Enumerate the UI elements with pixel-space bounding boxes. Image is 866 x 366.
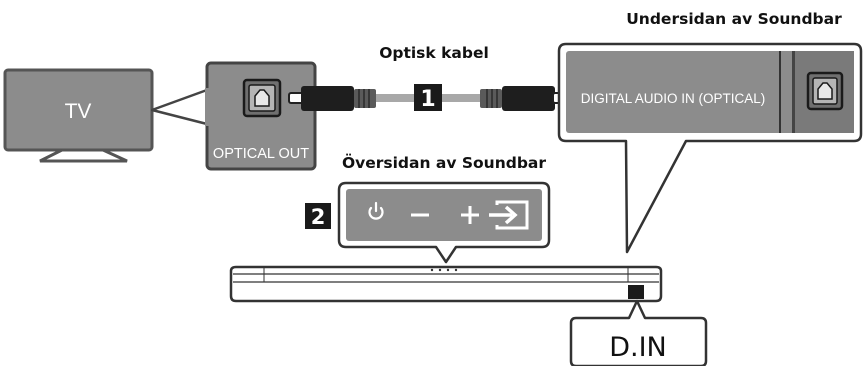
step-1-badge: 1 [414, 84, 442, 112]
soundbar-button-dots [430, 268, 458, 272]
optical-port-icon [242, 78, 282, 118]
digital-audio-in-port-icon [806, 71, 844, 111]
callout-pointer-left [150, 88, 209, 126]
cable-segment-left [376, 94, 414, 102]
din-label: D.IN [609, 332, 667, 363]
soundbar-port-window [628, 285, 644, 299]
digital-audio-in-label: DIGITAL AUDIO IN (OPTICAL) [581, 91, 766, 106]
bottom-view-title: Undersidan av Soundbar [626, 10, 842, 28]
top-panel [346, 189, 542, 241]
din-callout: D.IN [569, 299, 708, 366]
top-view-title: Översidan av Soundbar [342, 153, 546, 172]
soundbar-top-callout: Översidan av Soundbar 2 [305, 153, 551, 264]
tv-label: TV [65, 100, 92, 123]
optical-out-label: OPTICAL OUT [213, 146, 309, 162]
step-1-number: 1 [420, 87, 435, 112]
right-plug-icon [480, 86, 568, 111]
tv-optical-callout: OPTICAL OUT [150, 61, 317, 171]
soundbar-bottom-callout: Undersidan av Soundbar DIGITAL AUDIO IN … [557, 10, 863, 254]
cable-label: Optisk kabel [379, 44, 489, 62]
optical-cable: 1 Optisk kabel [288, 44, 568, 112]
soundbar-body [229, 265, 663, 303]
source-input-icon [489, 200, 529, 230]
tv-stand [39, 148, 128, 163]
left-plug-icon [288, 86, 376, 111]
cable-segment-right [442, 94, 480, 102]
power-icon [368, 201, 384, 220]
volume-up-icon [461, 206, 479, 224]
bottom-panel [566, 51, 854, 133]
step-2-badge: 2 [305, 203, 331, 229]
step-2-number: 2 [311, 205, 326, 229]
tv: TV [3, 68, 154, 163]
soundbar [229, 265, 663, 303]
